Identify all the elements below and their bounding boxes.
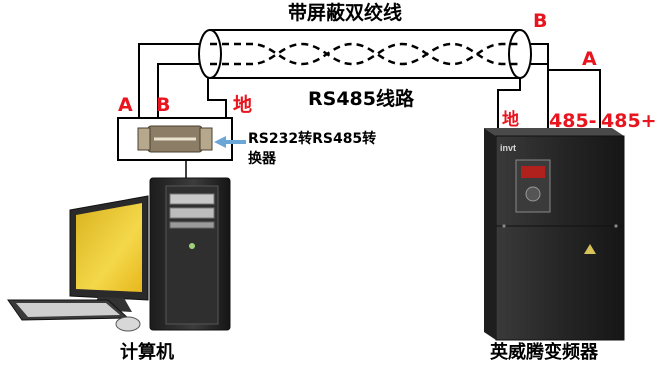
inverter-side: [484, 128, 496, 340]
pc-drive-bay-3: [169, 221, 215, 229]
inverter-terminal-485-plus: 485+: [601, 110, 657, 132]
inverter-body: [495, 135, 625, 341]
inverter-caption: 英威腾变频器: [490, 342, 598, 363]
wire-a-left: [138, 43, 199, 118]
shielded-cable: [198, 29, 532, 79]
wire-shield-ground-left: [207, 78, 227, 118]
inverter-logo: invt: [500, 143, 516, 153]
computer: [7, 177, 231, 332]
shield-left-end: [198, 29, 222, 79]
inverter-terminal-485-minus: 485-: [549, 110, 597, 132]
pc-tower-front: [165, 185, 219, 325]
inverter-top: [484, 128, 624, 136]
pc-drive-bay-1: [169, 193, 215, 205]
converter-label-line1: RS232转RS485转: [248, 131, 377, 147]
converter-plug-left: [137, 127, 151, 151]
right-wiring: [497, 43, 601, 136]
pc-terminal-b: B: [156, 94, 171, 116]
inverter-keypad-display: [521, 166, 545, 178]
converter-plug-right: [199, 127, 213, 151]
converter-module: [117, 117, 246, 161]
converter-label-line2: 换器: [248, 151, 276, 167]
pc-keyboard-keys: [16, 303, 120, 317]
inverter-screw-right-icon: [614, 224, 618, 228]
cable-title: 带屏蔽双绞线: [288, 2, 403, 24]
pc-terminal-a: A: [118, 94, 133, 116]
wire-shield-ground-right: [497, 78, 521, 136]
left-wiring: [138, 43, 227, 118]
pc-monitor-screen: [76, 203, 142, 292]
converter-pointer-arrow: [214, 136, 226, 148]
cable-end-a: A: [582, 48, 597, 70]
inverter-terminal-ground: 地: [502, 110, 519, 130]
cable-end-b: B: [533, 10, 548, 32]
twisted-wire-2: [210, 42, 520, 66]
rs485-line-label: RS485线路: [308, 88, 414, 110]
pc-drive-bay-2: [169, 207, 215, 219]
pc-terminal-ground: 地: [233, 94, 253, 116]
wire-b-left: [157, 63, 199, 118]
wire-b-right: [531, 43, 549, 136]
inverter-keypad-knob: [525, 186, 541, 202]
inverter-warning-triangle-icon: [584, 244, 596, 254]
inverter: invt: [484, 128, 625, 341]
wire-a-right: [531, 63, 601, 136]
twisted-wire-1: [210, 42, 520, 66]
computer-caption: 计算机: [120, 342, 174, 363]
pc-mouse: [115, 316, 141, 332]
inverter-screw-left-icon: [502, 224, 506, 228]
shield-right-end: [508, 29, 532, 79]
pc-power-button-icon: [189, 243, 195, 249]
